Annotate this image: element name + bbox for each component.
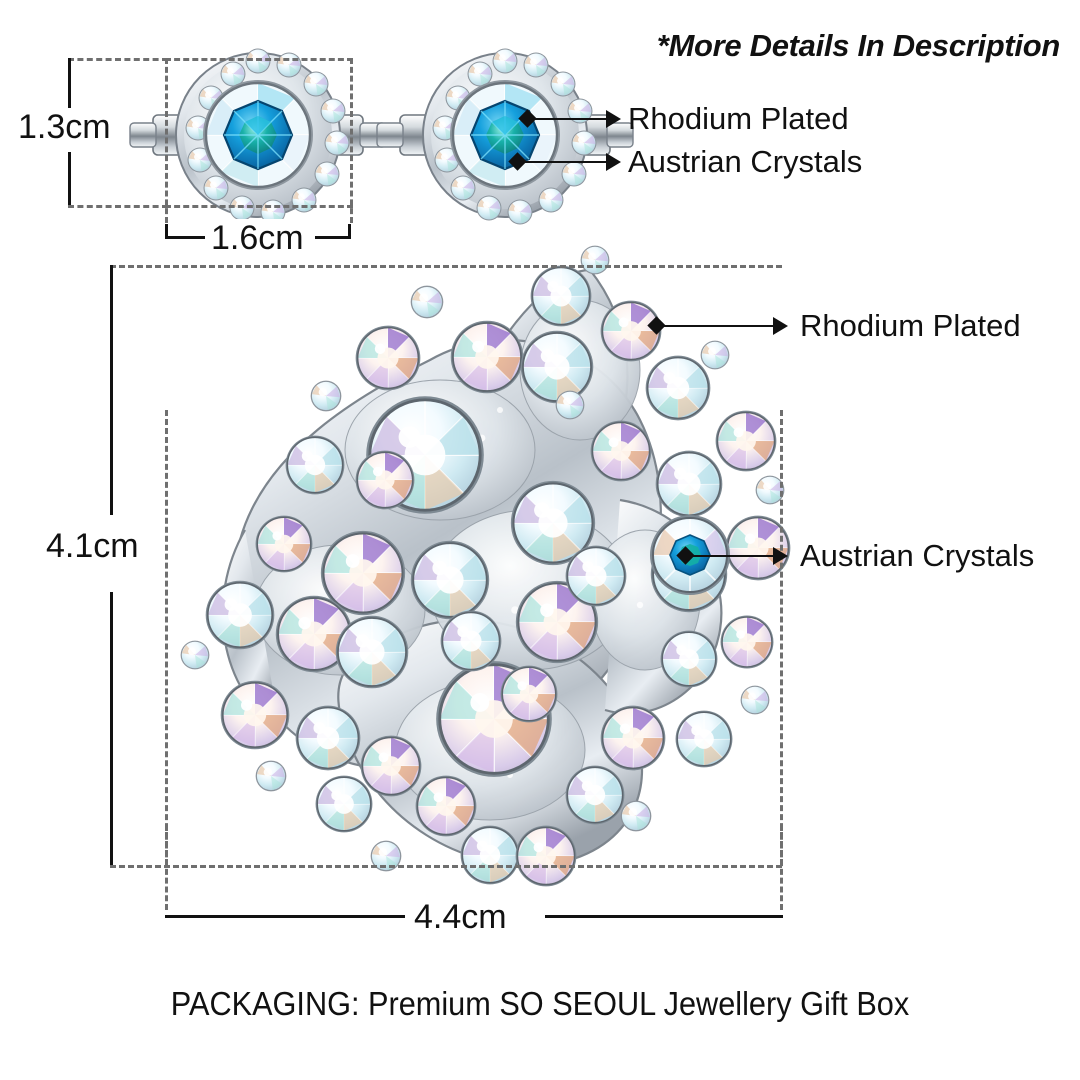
- brooch-box-right: [780, 410, 783, 865]
- brooch-box-top: [110, 265, 782, 268]
- brooch-box-left: [165, 410, 168, 865]
- earring-box-left: [165, 58, 168, 223]
- brooch-crystals-leader: [686, 555, 777, 557]
- earring-rhodium-arrowhead: [606, 110, 621, 128]
- earring-crystals-leader: [518, 161, 610, 163]
- brooch-callout-austrian-crystals: Austrian Crystals: [800, 538, 1035, 573]
- earring-width-cap-left: [165, 224, 168, 238]
- brooch-height-line-upper: [110, 265, 113, 515]
- earring-width-cap-right: [348, 224, 351, 238]
- earring-width-line-right: [315, 236, 351, 239]
- brooch-height-label: 4.1cm: [40, 527, 145, 566]
- earring-extension-top: [68, 58, 168, 61]
- packaging-text: PACKAGING: Premium SO SEOUL Jewellery Gi…: [170, 985, 910, 1022]
- brooch-height-line-lower: [110, 592, 113, 865]
- earring-height-line-upper: [68, 58, 71, 116]
- brooch-width-extension-right: [780, 825, 783, 910]
- earring-callout-austrian-crystals: Austrian Crystals: [628, 144, 863, 179]
- more-details-note: *More Details In Description: [656, 28, 1061, 63]
- earring-box-bottom: [165, 205, 353, 208]
- earring-height-label: 1.3cm: [12, 108, 117, 147]
- earring-box-top: [165, 58, 353, 61]
- earring-extension-bottom: [68, 205, 168, 208]
- earring-width-label: 1.6cm: [205, 219, 310, 258]
- brooch-crystals-arrowhead: [773, 547, 788, 565]
- brooch-rhodium-arrowhead: [773, 317, 788, 335]
- earring-height-line-lower: [68, 152, 71, 205]
- brooch-callout-rhodium-plated: Rhodium Plated: [800, 308, 1021, 343]
- brooch-width-extension-left: [165, 825, 168, 910]
- brooch-width-label: 4.4cm: [408, 898, 513, 937]
- brooch-width-line-left: [165, 915, 405, 918]
- brooch-box-bottom: [110, 865, 782, 868]
- earring-crystals-arrowhead: [606, 153, 621, 171]
- earring-box-right: [350, 58, 353, 223]
- earring-width-line-left: [165, 236, 205, 239]
- brooch-rhodium-leader: [657, 325, 777, 327]
- earring-callout-rhodium-plated: Rhodium Plated: [628, 101, 849, 136]
- earring-rhodium-leader: [528, 118, 610, 120]
- brooch-width-line-right: [545, 915, 783, 918]
